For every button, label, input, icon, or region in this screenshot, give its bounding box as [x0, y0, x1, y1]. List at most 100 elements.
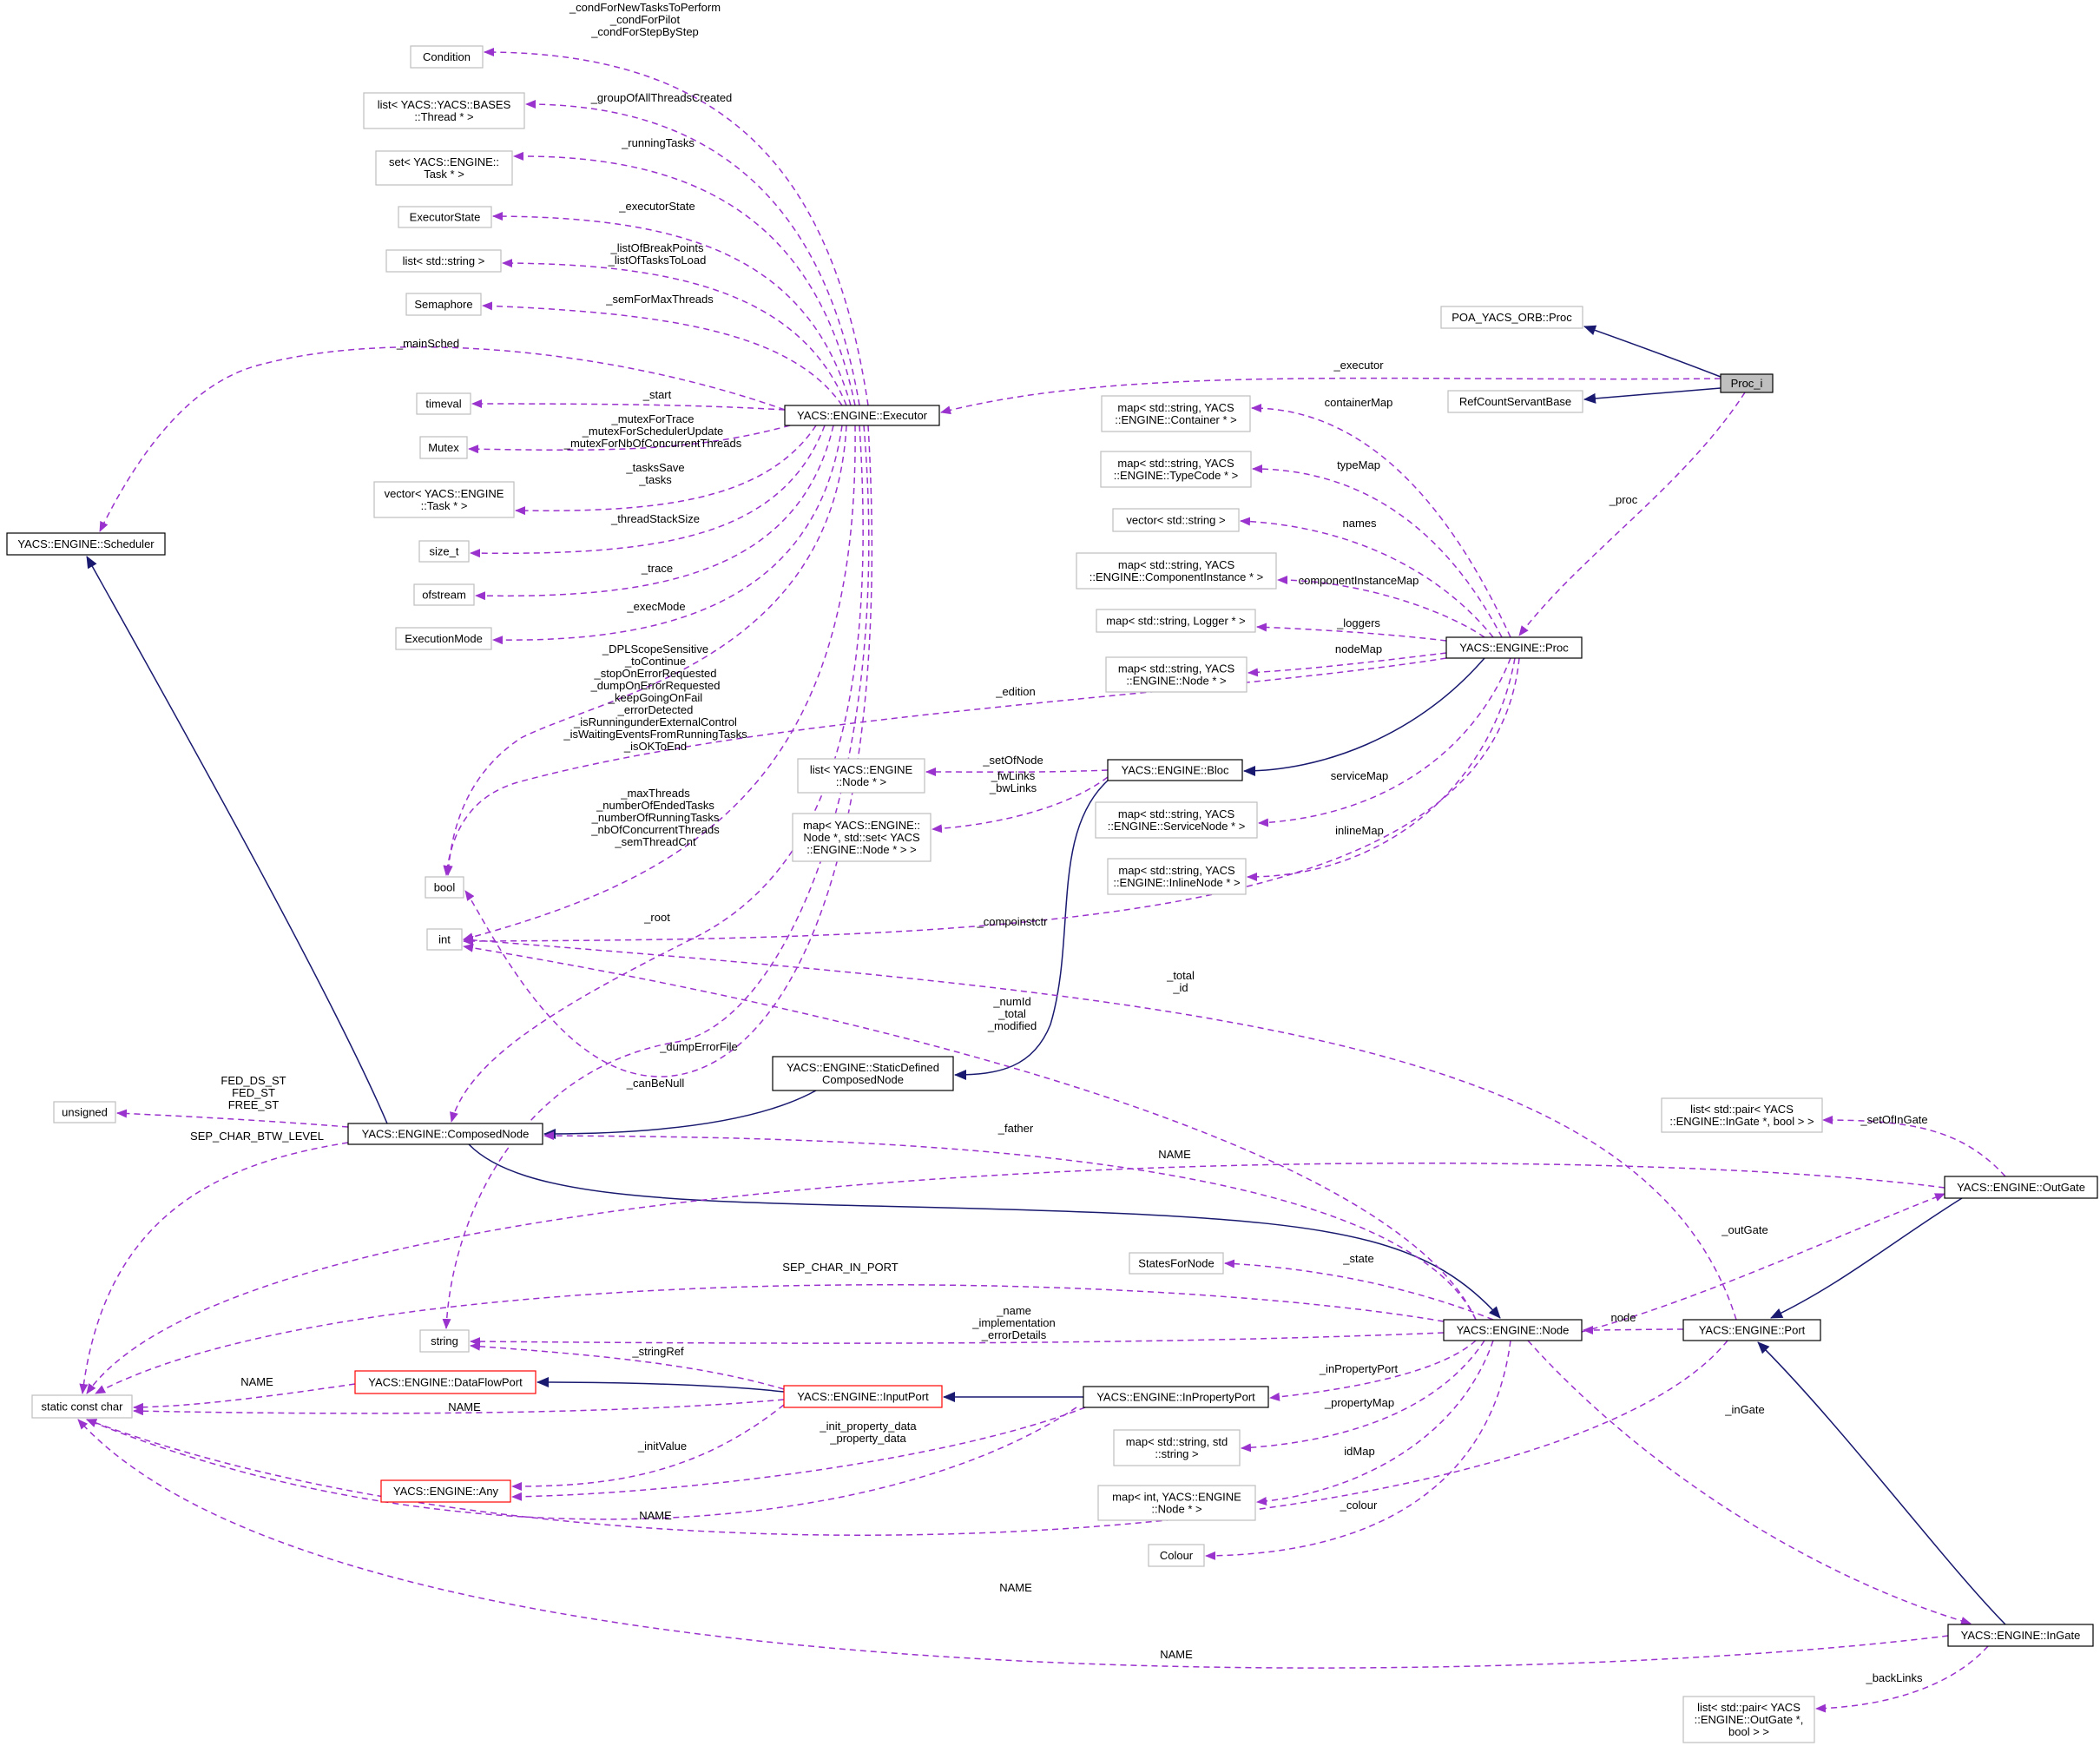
class-node-label: StatesForNode: [1138, 1257, 1214, 1270]
class-node-map-container[interactable]: map< std::string, YACS::ENGINE::Containe…: [1101, 395, 1251, 432]
class-node-box: [347, 1123, 543, 1145]
edge-label-line: _id: [1172, 981, 1188, 994]
class-node-box: [1095, 801, 1258, 839]
class-node-label: map< std::string, YACS: [1118, 558, 1235, 571]
class-node-label: ::ENGINE::InlineNode * >: [1113, 876, 1240, 889]
edge-label-line: _mutexForSchedulerUpdate: [582, 425, 724, 438]
edge-label-node-names: _name_implementation_errorDetails: [971, 1304, 1055, 1341]
class-node-box: [418, 540, 470, 563]
class-node-int[interactable]: int: [426, 928, 463, 951]
class-node-mutex[interactable]: Mutex: [419, 436, 468, 459]
class-node-label: list< YACS::YACS::BASES: [378, 98, 511, 111]
edge-label-executor: _executor: [1333, 359, 1384, 372]
class-node-label: list< YACS::ENGINE: [810, 763, 913, 776]
class-node-map-typecode[interactable]: map< std::string, YACS::ENGINE::TypeCode…: [1100, 451, 1252, 488]
class-node-label: list< std::string >: [403, 254, 485, 267]
class-node-port[interactable]: YACS::ENGINE::Port: [1682, 1319, 1821, 1341]
edge-label-line: _mainSched: [396, 337, 459, 350]
class-node-map-inline[interactable]: map< std::string, YACS::ENGINE::InlineNo…: [1107, 858, 1247, 895]
class-node-list-thread[interactable]: list< YACS::YACS::BASES::Thread * >: [363, 92, 525, 129]
class-node-inpropertyport[interactable]: YACS::ENGINE::InPropertyPort: [1083, 1386, 1269, 1408]
class-node-composed-node[interactable]: YACS::ENGINE::ComposedNode: [347, 1123, 543, 1145]
edge-label-line: _maxThreads: [620, 787, 690, 800]
class-node-poa-proc[interactable]: POA_YACS_ORB::Proc: [1440, 306, 1583, 329]
class-node-vector-string[interactable]: vector< std::string >: [1112, 508, 1240, 532]
edge-port-to-outgate: [1770, 1197, 1963, 1319]
edge-label-init-property: _init_property_data_property_data: [819, 1420, 917, 1445]
class-node-any[interactable]: YACS::ENGINE::Any: [380, 1479, 511, 1503]
class-node-box: [797, 758, 925, 794]
class-node-bool[interactable]: bool: [425, 876, 464, 899]
class-node-ingate[interactable]: YACS::ENGINE::InGate: [1947, 1624, 2094, 1647]
class-node-label: ::Task * >: [421, 499, 468, 512]
class-node-label: ::Node * >: [1151, 1503, 1201, 1516]
class-node-label: Condition: [423, 50, 471, 63]
class-node-colour[interactable]: Colour: [1148, 1544, 1205, 1567]
class-node-timeval[interactable]: timeval: [416, 392, 471, 415]
class-node-bloc[interactable]: YACS::ENGINE::Bloc: [1107, 759, 1243, 781]
edge-label-line: _listOfBreakPoints: [610, 241, 704, 254]
class-node-executor[interactable]: YACS::ENGINE::Executor: [784, 405, 940, 426]
class-node-map-service[interactable]: map< std::string, YACS::ENGINE::ServiceN…: [1095, 801, 1258, 839]
class-node-box: [1148, 1544, 1205, 1567]
edge-label-names: names: [1342, 517, 1377, 530]
edge-label-line: _groupOfAllThreadsCreated: [590, 91, 733, 104]
edge-label-line: _condForNewTasksToPerform: [569, 1, 721, 14]
class-node-proc-i[interactable]: Proc_i: [1720, 373, 1774, 393]
edge-label-colour: _colour: [1340, 1499, 1378, 1512]
class-node-map-logger[interactable]: map< std::string, Logger * >: [1096, 609, 1256, 633]
class-node-string[interactable]: string: [419, 1329, 470, 1353]
edge-label-line: NAME: [999, 1581, 1032, 1594]
class-node-map-str-str[interactable]: map< std::string, std::string >: [1113, 1429, 1241, 1466]
class-node-label: ::ENGINE::ComponentInstance * >: [1089, 570, 1264, 583]
class-node-map-node[interactable]: map< std::string, YACS::ENGINE::Node * >: [1105, 656, 1247, 693]
edge-label-line: _start: [642, 388, 672, 401]
class-node-label: bool > >: [1728, 1725, 1769, 1738]
class-node-execution-mode[interactable]: ExecutionMode: [395, 627, 492, 650]
class-node-set-task[interactable]: set< YACS::ENGINE::Task * >: [375, 150, 513, 186]
class-node-semaphore[interactable]: Semaphore: [405, 293, 482, 316]
edge-label-line: _listOfTasksToLoad: [608, 254, 707, 267]
class-node-map-compinst[interactable]: map< std::string, YACS::ENGINE::Componen…: [1076, 552, 1277, 590]
class-node-label: ExecutorState: [410, 211, 481, 224]
class-node-vector-task[interactable]: vector< YACS::ENGINE::Task * >: [373, 481, 515, 518]
class-node-inputport[interactable]: YACS::ENGINE::InputPort: [783, 1385, 943, 1408]
class-node-label: ::ENGINE::ServiceNode * >: [1108, 820, 1246, 833]
class-node-scheduler[interactable]: YACS::ENGINE::Scheduler: [6, 532, 166, 556]
class-node-dataflowport[interactable]: YACS::ENGINE::DataFlowPort: [354, 1370, 537, 1394]
class-node-proc[interactable]: YACS::ENGINE::Proc: [1445, 636, 1583, 659]
edge-label-service-map: serviceMap: [1331, 769, 1388, 782]
class-node-executor-state[interactable]: ExecutorState: [398, 206, 492, 228]
class-node-list-node[interactable]: list< YACS::ENGINE::Node * >: [797, 758, 925, 794]
class-node-list-string[interactable]: list< std::string >: [385, 249, 502, 273]
class-node-list-ingate[interactable]: list< std::pair< YACS::ENGINE::InGate *,…: [1661, 1097, 1823, 1133]
edge-label-line: _dumpOnErrorRequested: [590, 679, 721, 692]
edge-label-mutexes: _mutexForTrace_mutexForSchedulerUpdate_m…: [563, 412, 742, 450]
edge-label-line: FED_DS_ST: [221, 1074, 286, 1087]
class-node-box: [1112, 508, 1240, 532]
class-node-refcount[interactable]: RefCountServantBase: [1447, 390, 1583, 413]
class-node-size-t[interactable]: size_t: [418, 540, 470, 563]
class-node-map-int-node[interactable]: map< int, YACS::ENGINE::Node * >: [1097, 1485, 1256, 1521]
class-node-box: [784, 405, 940, 426]
edge-label-line: _implementation: [971, 1316, 1055, 1329]
edge-composed-to-scheduler: [86, 556, 388, 1124]
class-node-node[interactable]: YACS::ENGINE::Node: [1443, 1319, 1583, 1341]
class-node-outgate[interactable]: YACS::ENGINE::OutGate: [1944, 1176, 2098, 1199]
class-node-list-outgate[interactable]: list< std::pair< YACS::ENGINE::OutGate *…: [1682, 1696, 1815, 1743]
class-node-unsigned[interactable]: unsigned: [53, 1101, 116, 1123]
class-node-label: Mutex: [428, 441, 459, 454]
edge-label-in-gate: _inGate: [1724, 1403, 1765, 1416]
class-node-states-for-node[interactable]: StatesForNode: [1129, 1252, 1224, 1275]
edge-label-can-be-null: _canBeNull: [626, 1077, 685, 1090]
class-node-static-char[interactable]: static const char: [31, 1394, 133, 1419]
class-node-ofstream[interactable]: ofstream: [413, 583, 475, 606]
edge-name-ingate: [77, 1419, 1949, 1669]
edge-name-outgate: [86, 1162, 1945, 1394]
edge-label-fw-links: _fwLinks_bwLinks: [989, 769, 1037, 794]
class-node-map-node-set[interactable]: map< YACS::ENGINE::Node *, std::set< YAC…: [792, 813, 932, 862]
class-node-condition[interactable]: Condition: [410, 45, 484, 69]
class-node-label: size_t: [430, 545, 459, 558]
